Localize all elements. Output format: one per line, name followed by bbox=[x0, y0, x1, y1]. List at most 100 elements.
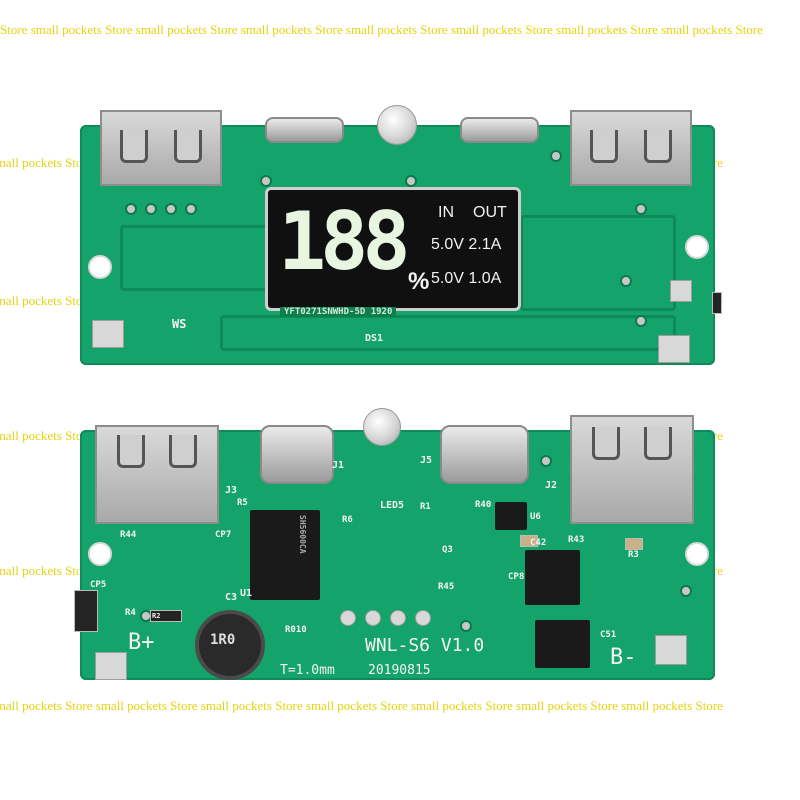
trace bbox=[520, 215, 676, 311]
label-r42: R45 bbox=[438, 582, 455, 592]
indicator-led bbox=[377, 105, 417, 145]
usb-contact bbox=[120, 130, 148, 163]
inductor-marking: 1R0 bbox=[210, 632, 236, 648]
label-r010: R2 bbox=[152, 612, 161, 620]
via bbox=[145, 203, 157, 215]
label-cp7: CP7 bbox=[215, 530, 232, 540]
mounting-hole bbox=[88, 542, 112, 566]
ic-u6 bbox=[495, 502, 527, 530]
inductor-l1 bbox=[195, 610, 265, 680]
label-cp2: R010 bbox=[285, 625, 307, 635]
label-j5: J5 bbox=[420, 455, 433, 466]
via bbox=[165, 203, 177, 215]
label-r4: R4 bbox=[125, 608, 136, 618]
via bbox=[260, 175, 272, 187]
label-u6: U6 bbox=[530, 512, 541, 522]
mounting-hole bbox=[685, 542, 709, 566]
usb-contact bbox=[592, 427, 620, 460]
label-r43: R43 bbox=[568, 535, 585, 545]
battery-pad-negative bbox=[655, 635, 687, 665]
solder-pad bbox=[92, 320, 124, 348]
label-u1: U1 bbox=[240, 588, 253, 599]
trace bbox=[220, 315, 676, 351]
label-ds1: DS1 bbox=[365, 333, 384, 344]
date-label: 20190815 bbox=[368, 663, 431, 678]
percent-symbol: % bbox=[408, 268, 430, 295]
usb-c-port bbox=[440, 425, 529, 484]
via bbox=[125, 203, 137, 215]
via bbox=[405, 175, 417, 187]
label-r6: R6 bbox=[342, 515, 353, 525]
model-label: WNL-S6 V1.0 bbox=[365, 635, 485, 656]
bottom-pcb-board: J3 J1 LED5 J5 J2 SH5600CA U1 R2 CP5 1R0 … bbox=[74, 408, 715, 680]
usb-c-port bbox=[260, 425, 334, 484]
resistor bbox=[150, 610, 182, 622]
label-c42: C42 bbox=[530, 538, 547, 548]
ic-u1-marking: SH5600CA bbox=[298, 515, 307, 554]
via bbox=[185, 203, 197, 215]
out-label: OUT bbox=[473, 204, 507, 221]
output-reading: 5.0V 1.0A bbox=[431, 270, 502, 287]
header-pad bbox=[365, 610, 381, 626]
via bbox=[540, 455, 552, 467]
capacitor bbox=[520, 535, 538, 547]
usb-contact bbox=[169, 435, 197, 468]
usb-contact bbox=[174, 130, 202, 163]
in-label: IN bbox=[438, 204, 454, 221]
mounting-hole bbox=[685, 235, 709, 259]
label-b-plus: B+ bbox=[128, 630, 155, 655]
percentage-digits: 188 bbox=[278, 195, 410, 288]
input-reading: 5.0V 2.1A bbox=[431, 236, 502, 253]
header-pad bbox=[340, 610, 356, 626]
solder-pad bbox=[658, 335, 690, 363]
ic-q4 bbox=[535, 620, 590, 668]
via bbox=[460, 620, 472, 632]
via bbox=[635, 315, 647, 327]
via bbox=[620, 275, 632, 287]
watermark-row: Store small pockets Store small pockets … bbox=[0, 22, 763, 37]
side-switch bbox=[712, 292, 722, 314]
switch-sw1 bbox=[74, 590, 98, 632]
usb-contact bbox=[590, 130, 618, 163]
label-led5: LED5 bbox=[380, 500, 405, 511]
solder-pad bbox=[670, 280, 692, 302]
label-j3: J3 bbox=[225, 485, 238, 496]
capacitor bbox=[625, 538, 643, 550]
label-j2: J2 bbox=[545, 480, 558, 491]
indicator-led bbox=[363, 408, 401, 446]
label-q3: Q3 bbox=[442, 545, 453, 555]
usb-c-port bbox=[460, 117, 539, 143]
via bbox=[680, 585, 692, 597]
label-r1: R1 bbox=[420, 502, 431, 512]
usb-contact bbox=[644, 130, 672, 163]
mounting-hole bbox=[88, 255, 112, 279]
thickness-label: T=1.0mm bbox=[280, 663, 335, 678]
header-pad bbox=[415, 610, 431, 626]
usb-contact bbox=[644, 427, 672, 460]
label-sw1: CP5 bbox=[90, 580, 107, 590]
label-ws: WS bbox=[172, 317, 187, 331]
via bbox=[550, 150, 562, 162]
label-u2: CP8 bbox=[508, 572, 525, 582]
lcd-display: 188 % IN OUT 5.0V 2.1A 5.0V 1.0A bbox=[265, 187, 521, 311]
usb-a-port-left bbox=[100, 110, 222, 186]
header-pad bbox=[390, 610, 406, 626]
ic-u1 bbox=[250, 510, 320, 600]
label-r40: R40 bbox=[475, 500, 492, 510]
label-r5: R5 bbox=[237, 498, 248, 508]
usb-a-port-right bbox=[570, 110, 692, 186]
ic-u2 bbox=[525, 550, 580, 605]
label-q4: C51 bbox=[600, 630, 617, 640]
label-b-minus: B- bbox=[610, 645, 637, 670]
usb-a-port-left bbox=[95, 425, 219, 524]
usb-c-port bbox=[265, 117, 344, 143]
label-r44: R44 bbox=[120, 530, 137, 540]
usb-a-port-right bbox=[570, 415, 694, 524]
label-cp5: R3 bbox=[628, 550, 639, 560]
label-j1: J1 bbox=[332, 460, 345, 471]
label-l1: C3 bbox=[225, 592, 238, 603]
battery-pad-positive bbox=[95, 652, 127, 680]
top-pcb-board: 188 % IN OUT 5.0V 2.1A 5.0V 1.0A YFT0271… bbox=[80, 105, 715, 365]
via bbox=[635, 203, 647, 215]
display-part-code: YFT0271SNWHD-5D 1920 bbox=[280, 307, 397, 317]
